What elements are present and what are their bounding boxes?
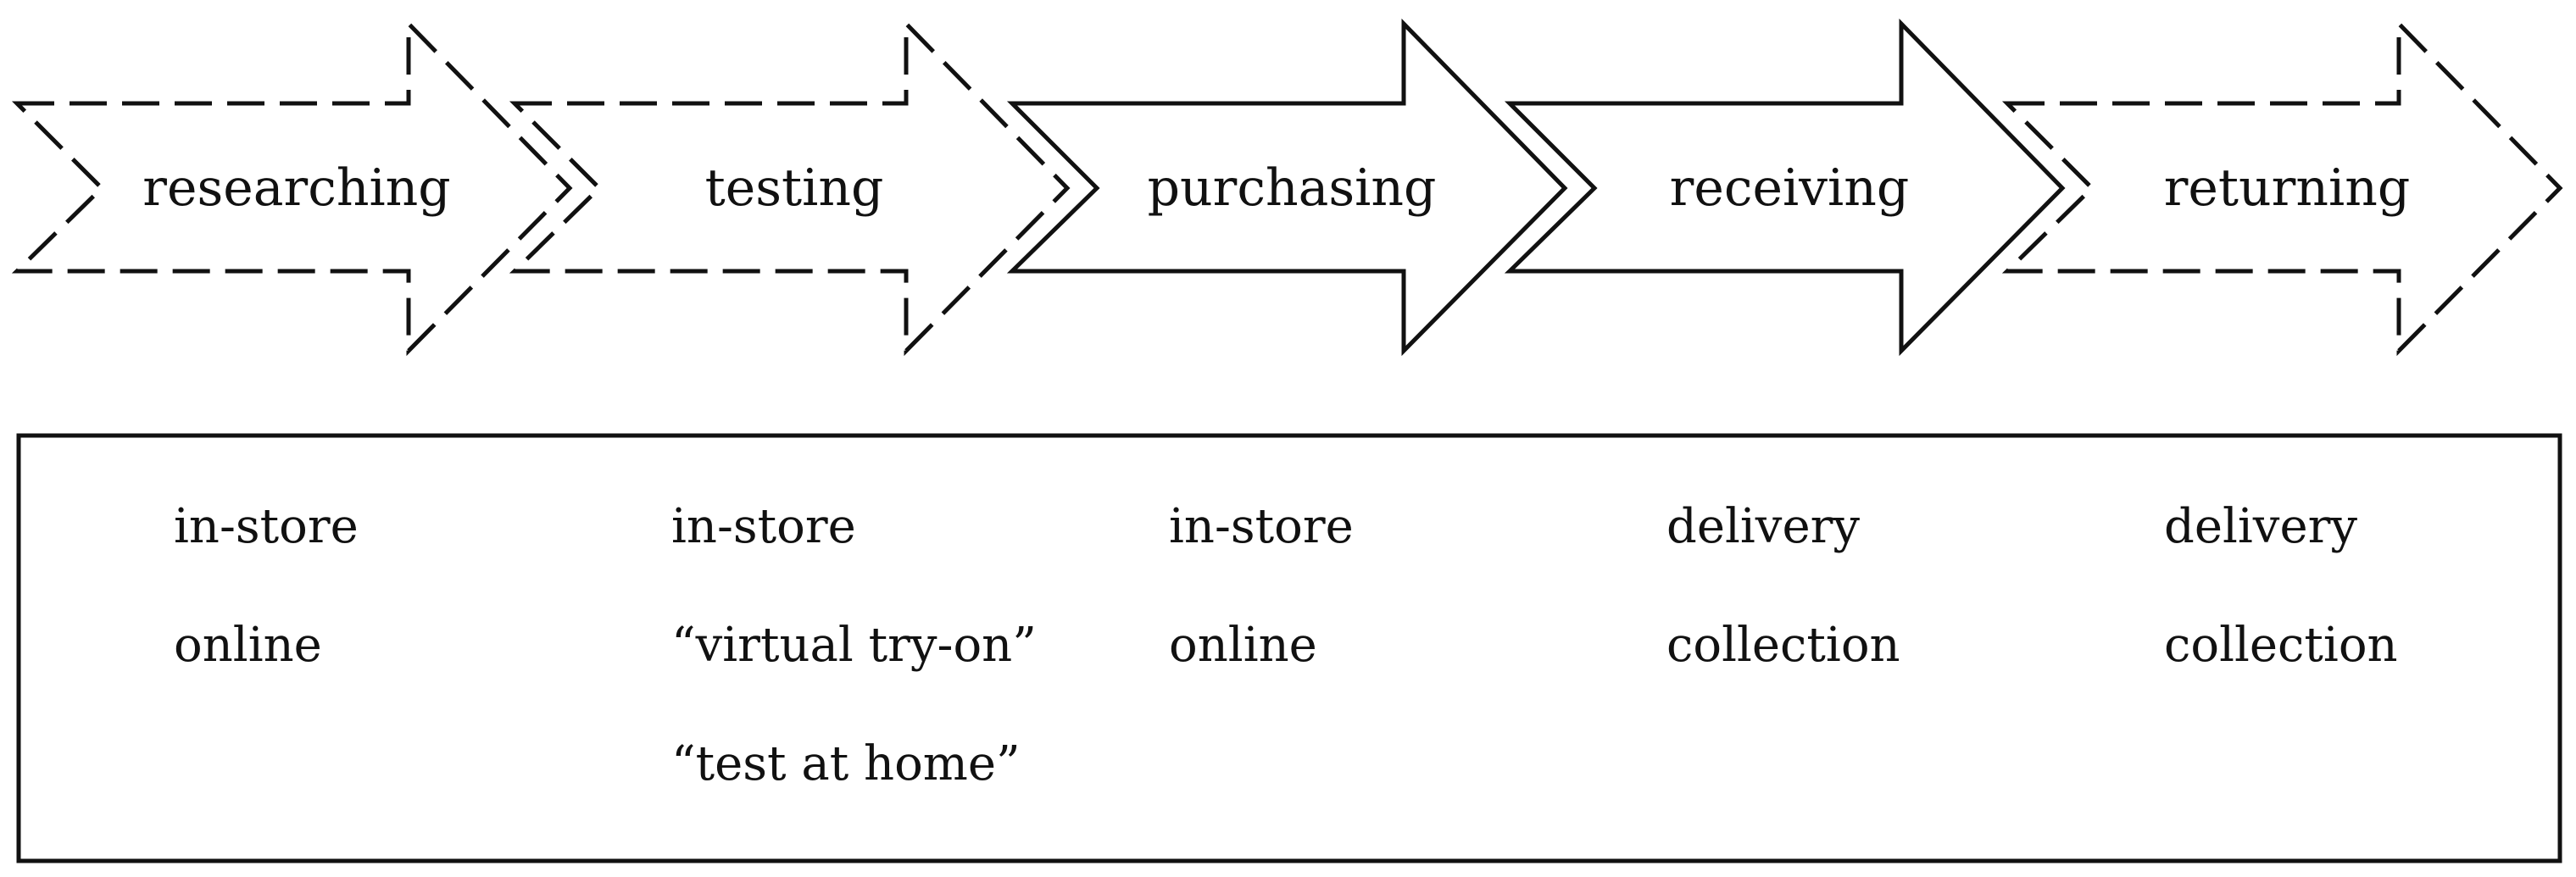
channel-option: online: [1169, 618, 1317, 673]
stage-arrow-receiving: [1504, 18, 2066, 357]
channel-option: collection: [1666, 618, 1900, 673]
channel-options: in-store online in-store “virtual try-on” “t…: [174, 499, 2398, 791]
channel-option: in-store: [1169, 499, 1354, 554]
stage-arrow-researching: [11, 18, 573, 357]
channel-option: online: [174, 618, 322, 673]
channel-option: in-store: [174, 499, 359, 554]
channel-option: delivery: [1666, 499, 1860, 554]
stage-labels: researching testing purchasing receiving ret…: [142, 158, 2410, 218]
channel-option: “test at home”: [671, 736, 1021, 791]
channel-option: collection: [2164, 618, 2398, 673]
stage-arrow-purchasing: [1006, 18, 1568, 357]
stage-arrow-testing: [509, 18, 1071, 357]
stage-label-returning: returning: [2164, 158, 2411, 218]
channel-option: delivery: [2164, 499, 2357, 554]
stage-label-testing: testing: [705, 158, 884, 218]
stage-arrow-returning: [2001, 18, 2563, 357]
stage-arrows: [11, 18, 2563, 357]
stage-label-researching: researching: [142, 158, 450, 218]
stage-label-receiving: receiving: [1670, 158, 1910, 218]
channel-option: in-store: [671, 499, 856, 554]
channel-option: “virtual try-on”: [671, 618, 1037, 673]
channel-options-box: [16, 433, 2562, 863]
stage-label-purchasing: purchasing: [1148, 158, 1437, 218]
